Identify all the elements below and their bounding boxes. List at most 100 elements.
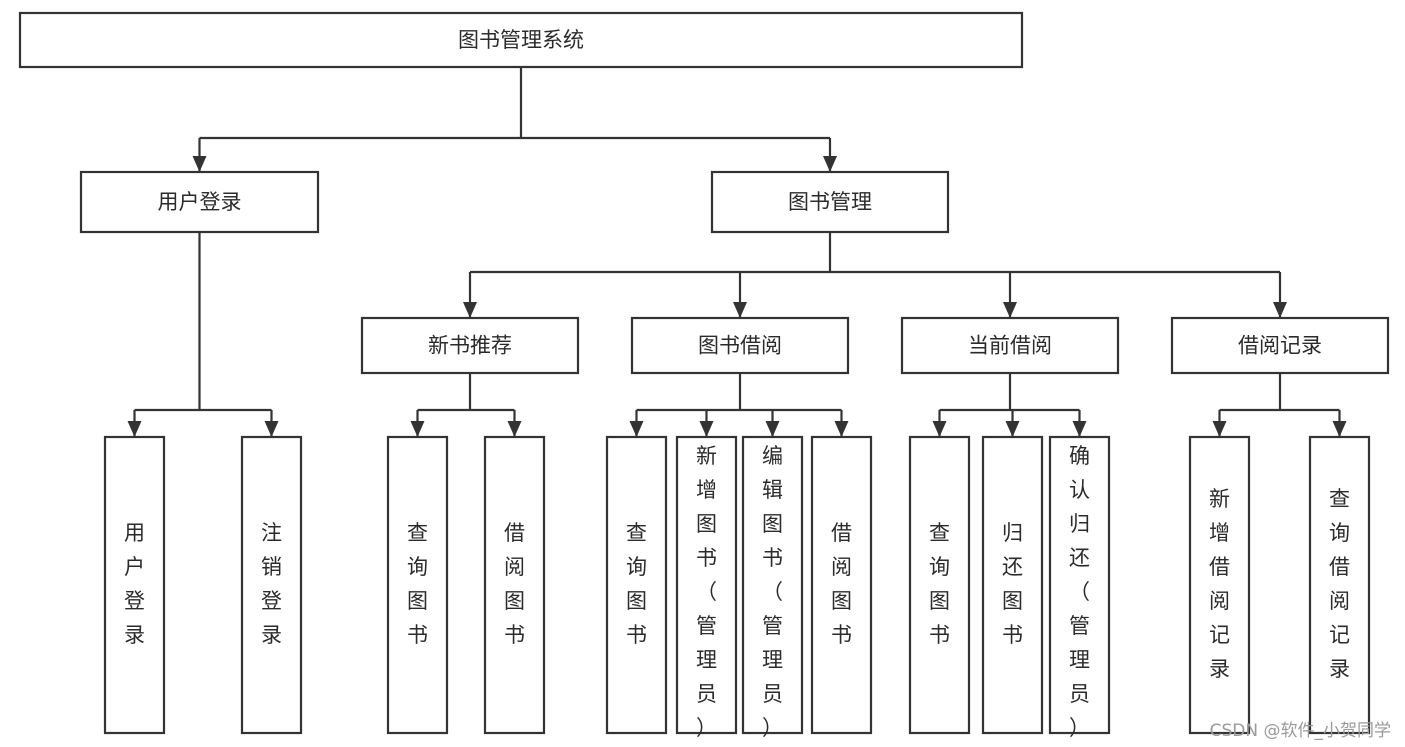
svg-text:查: 查 xyxy=(626,521,647,545)
svg-text:询: 询 xyxy=(929,555,950,579)
node-borrow-record[interactable]: 借阅记录 xyxy=(1170,316,1390,375)
arrow-head-icon xyxy=(932,421,947,437)
svg-text:阅: 阅 xyxy=(1209,589,1230,613)
svg-text:（: （ xyxy=(762,580,783,604)
node-root[interactable]: 图书管理系统 xyxy=(18,11,1024,69)
node-leaf-rec-query-box[interactable] xyxy=(386,435,449,735)
node-borrow-record-box[interactable] xyxy=(1170,316,1390,375)
arrow-head-icon xyxy=(699,421,714,437)
connectors-layer xyxy=(127,67,1347,437)
node-leaf-cur-query-box[interactable] xyxy=(908,435,971,735)
svg-text:录: 录 xyxy=(1209,657,1230,681)
node-leaf-cur-return-box[interactable] xyxy=(981,435,1044,735)
node-book-borrow-box[interactable] xyxy=(630,316,850,375)
svg-text:询: 询 xyxy=(407,555,428,579)
arrow-head-icon xyxy=(1005,421,1020,437)
svg-text:）: ） xyxy=(762,716,783,740)
svg-text:辑: 辑 xyxy=(762,478,783,502)
arrow-head-icon xyxy=(127,421,142,437)
node-leaf-borrow-lend-box[interactable] xyxy=(810,435,873,735)
node-new-book-rec-box[interactable] xyxy=(360,316,580,375)
node-current-borrow-box[interactable] xyxy=(900,316,1120,375)
svg-text:录: 录 xyxy=(261,623,282,647)
svg-text:户: 户 xyxy=(124,555,145,579)
svg-text:登: 登 xyxy=(261,589,282,613)
node-leaf-rec-add-box[interactable] xyxy=(1188,435,1251,735)
node-leaf-user-login-box[interactable] xyxy=(103,435,166,735)
svg-text:图: 图 xyxy=(696,512,717,536)
node-book-borrow[interactable]: 图书借阅 xyxy=(630,316,850,375)
svg-text:书: 书 xyxy=(1002,623,1023,647)
node-current-borrow[interactable]: 当前借阅 xyxy=(900,316,1120,375)
arrow-head-icon xyxy=(463,302,477,318)
svg-text:图: 图 xyxy=(1002,589,1023,613)
node-leaf-borrow-add-box[interactable] xyxy=(675,435,738,735)
svg-text:借: 借 xyxy=(1329,555,1350,579)
node-new-book-rec[interactable]: 新书推荐 xyxy=(360,316,580,375)
node-user-login-box[interactable] xyxy=(79,170,320,234)
arrow-head-icon xyxy=(507,421,522,437)
svg-text:员: 员 xyxy=(762,682,783,706)
svg-text:图: 图 xyxy=(929,589,950,613)
arrow-head-icon xyxy=(629,421,644,437)
svg-text:查: 查 xyxy=(407,521,428,545)
node-leaf-borrow-edit-box[interactable] xyxy=(741,435,804,735)
node-user-login[interactable]: 用户登录 xyxy=(79,170,320,234)
node-leaf-rec-borrow-box[interactable] xyxy=(483,435,546,735)
node-book-admin-box[interactable] xyxy=(710,170,950,234)
node-book-admin[interactable]: 图书管理 xyxy=(710,170,950,234)
svg-text:询: 询 xyxy=(626,555,647,579)
svg-text:确: 确 xyxy=(1069,444,1090,468)
node-leaf-cur-confirm-box[interactable] xyxy=(1048,435,1111,735)
svg-text:员: 员 xyxy=(1069,682,1090,706)
svg-text:查: 查 xyxy=(929,521,950,545)
svg-text:增: 增 xyxy=(696,478,717,502)
svg-text:图: 图 xyxy=(626,589,647,613)
node-new-book-rec-label: 新书推荐 xyxy=(428,334,512,358)
node-leaf-user-logout-box[interactable] xyxy=(240,435,303,735)
svg-text:录: 录 xyxy=(124,623,145,647)
svg-text:归: 归 xyxy=(1002,521,1023,545)
arrow-head-icon xyxy=(1072,421,1087,437)
svg-text:书: 书 xyxy=(762,546,783,570)
node-current-borrow-label: 当前借阅 xyxy=(968,334,1052,358)
node-leaf-borrow-query-box[interactable] xyxy=(605,435,668,735)
svg-text:（: （ xyxy=(696,580,717,604)
svg-text:录: 录 xyxy=(1329,657,1350,681)
arrow-head-icon xyxy=(264,421,279,437)
svg-text:书: 书 xyxy=(929,623,950,647)
svg-text:用: 用 xyxy=(124,521,145,545)
svg-text:销: 销 xyxy=(261,555,282,579)
node-leaf-user-login[interactable]: 用户登录 xyxy=(103,435,166,735)
node-leaf-rec-query2-box[interactable] xyxy=(1308,435,1371,735)
svg-text:图: 图 xyxy=(407,589,428,613)
svg-text:还: 还 xyxy=(1002,555,1023,579)
node-root-box[interactable] xyxy=(18,11,1024,69)
svg-text:）: ） xyxy=(1069,716,1090,740)
node-book-admin-label: 图书管理 xyxy=(788,190,872,214)
svg-text:借: 借 xyxy=(504,521,525,545)
arrow-head-icon xyxy=(1003,302,1017,318)
svg-text:还: 还 xyxy=(1069,546,1090,570)
